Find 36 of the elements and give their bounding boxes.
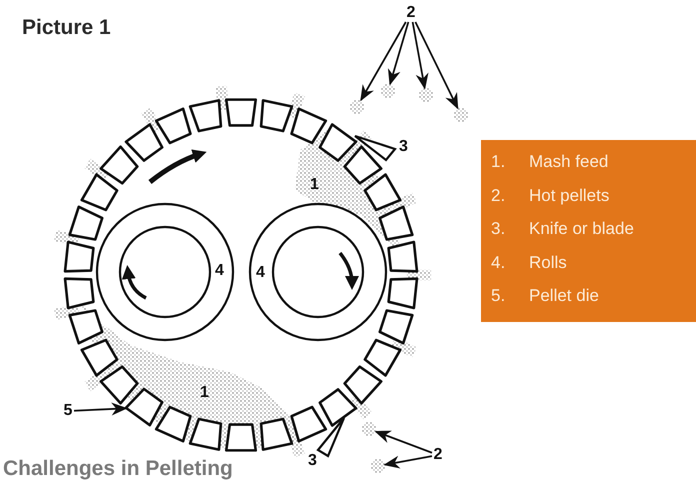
key-text: Hot pellets <box>529 186 610 206</box>
pellet <box>362 422 376 436</box>
arrow <box>374 430 432 454</box>
key-panel <box>481 140 696 322</box>
pellet <box>419 88 433 102</box>
key-text: Knife or blade <box>529 219 634 239</box>
callout-number: 3 <box>308 452 317 470</box>
key-text: Mash feed <box>529 152 608 172</box>
arrow <box>412 22 428 90</box>
key-number: 4. <box>491 252 506 272</box>
title: Picture 1 <box>22 16 111 40</box>
callout-number: 1 <box>200 384 209 402</box>
callout-number: 5 <box>62 402 74 420</box>
arrow <box>414 22 458 110</box>
key-number: 3. <box>491 219 506 239</box>
pellet <box>350 100 364 114</box>
pellet <box>371 459 385 473</box>
callout-number: 4 <box>215 262 224 280</box>
arrow <box>360 22 407 102</box>
key-text: Rolls <box>529 252 567 272</box>
key-number: 5. <box>491 286 506 306</box>
key-number: 2. <box>491 186 506 206</box>
callout-number: 1 <box>310 176 319 194</box>
arrow <box>388 22 410 86</box>
arrow <box>74 402 128 416</box>
key-text: Pellet die <box>529 286 599 306</box>
callout-number: 3 <box>399 138 408 156</box>
callout-number: 2 <box>405 4 417 22</box>
pellet <box>381 84 395 98</box>
callout-number: 4 <box>256 264 265 282</box>
arrow <box>383 455 432 468</box>
key-number: 1. <box>491 152 506 172</box>
pellet <box>454 108 468 122</box>
callout-number: 2 <box>432 446 444 464</box>
die-block <box>126 389 162 426</box>
caption: Challenges in Pelleting <box>3 457 233 481</box>
